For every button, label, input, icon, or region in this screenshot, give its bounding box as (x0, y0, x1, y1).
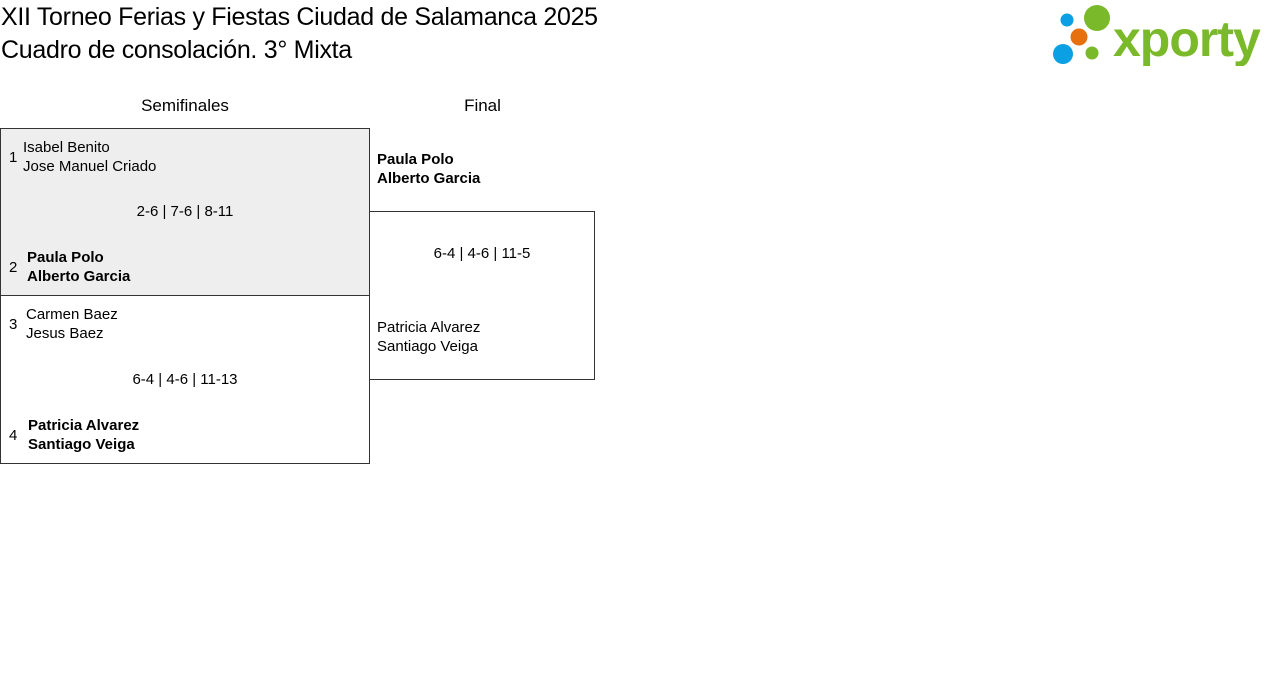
final-match[interactable]: 6-4 | 4-6 | 11-5 Patricia Alvarez Santia… (369, 211, 595, 380)
seed-number: 4 (9, 427, 18, 444)
team-entry: Isabel Benito Jose Manuel Criado (23, 138, 156, 176)
player-name: Patricia Alvarez (28, 417, 140, 434)
match-score: 6-4 | 4-6 | 11-5 (433, 245, 531, 262)
player-name: Jesus Baez (26, 325, 104, 342)
final-team-winner: Paula Polo Alberto Garcia (377, 150, 480, 188)
player-name: Santiago Veiga (377, 338, 478, 355)
player-name: Alberto Garcia (27, 268, 131, 285)
round-header-final: Final (464, 96, 501, 115)
player-name: Patricia Alvarez (377, 319, 481, 336)
round-header-semifinals: Semifinales (141, 96, 229, 115)
player-name: Isabel Benito (23, 139, 110, 156)
player-name: Jose Manuel Criado (23, 158, 157, 175)
final-team: Patricia Alvarez Santiago Veiga (377, 318, 480, 356)
seed-number: 1 (9, 149, 18, 166)
svg-text:xporty: xporty (1113, 11, 1261, 66)
semifinal-match-1[interactable]: 1 Isabel Benito Jose Manuel Criado 2-6 |… (0, 128, 370, 296)
player-name: Alberto Garcia (377, 170, 481, 187)
player-name: Carmen Baez (26, 306, 118, 323)
team-entry-winner: Paula Polo Alberto Garcia (27, 248, 130, 286)
team-entry: Carmen Baez Jesus Baez (26, 305, 118, 343)
match-score: 6-4 | 4-6 | 11-13 (132, 371, 238, 388)
seed-number: 2 (9, 259, 18, 276)
seed-number: 3 (9, 316, 18, 333)
page-title: XII Torneo Ferias y Fiestas Ciudad de Sa… (1, 3, 598, 31)
match-score: 2-6 | 7-6 | 8-11 (136, 203, 234, 220)
player-name: Paula Polo (27, 249, 104, 266)
player-name: Santiago Veiga (28, 436, 135, 453)
page-subtitle: Cuadro de consolación. 3° Mixta (1, 36, 352, 64)
xporty-logo: xporty (1053, 5, 1262, 66)
team-entry-winner: Patricia Alvarez Santiago Veiga (28, 416, 139, 454)
player-name: Paula Polo (377, 151, 454, 168)
semifinal-match-2[interactable]: 3 Carmen Baez Jesus Baez 6-4 | 4-6 | 11-… (0, 295, 370, 464)
